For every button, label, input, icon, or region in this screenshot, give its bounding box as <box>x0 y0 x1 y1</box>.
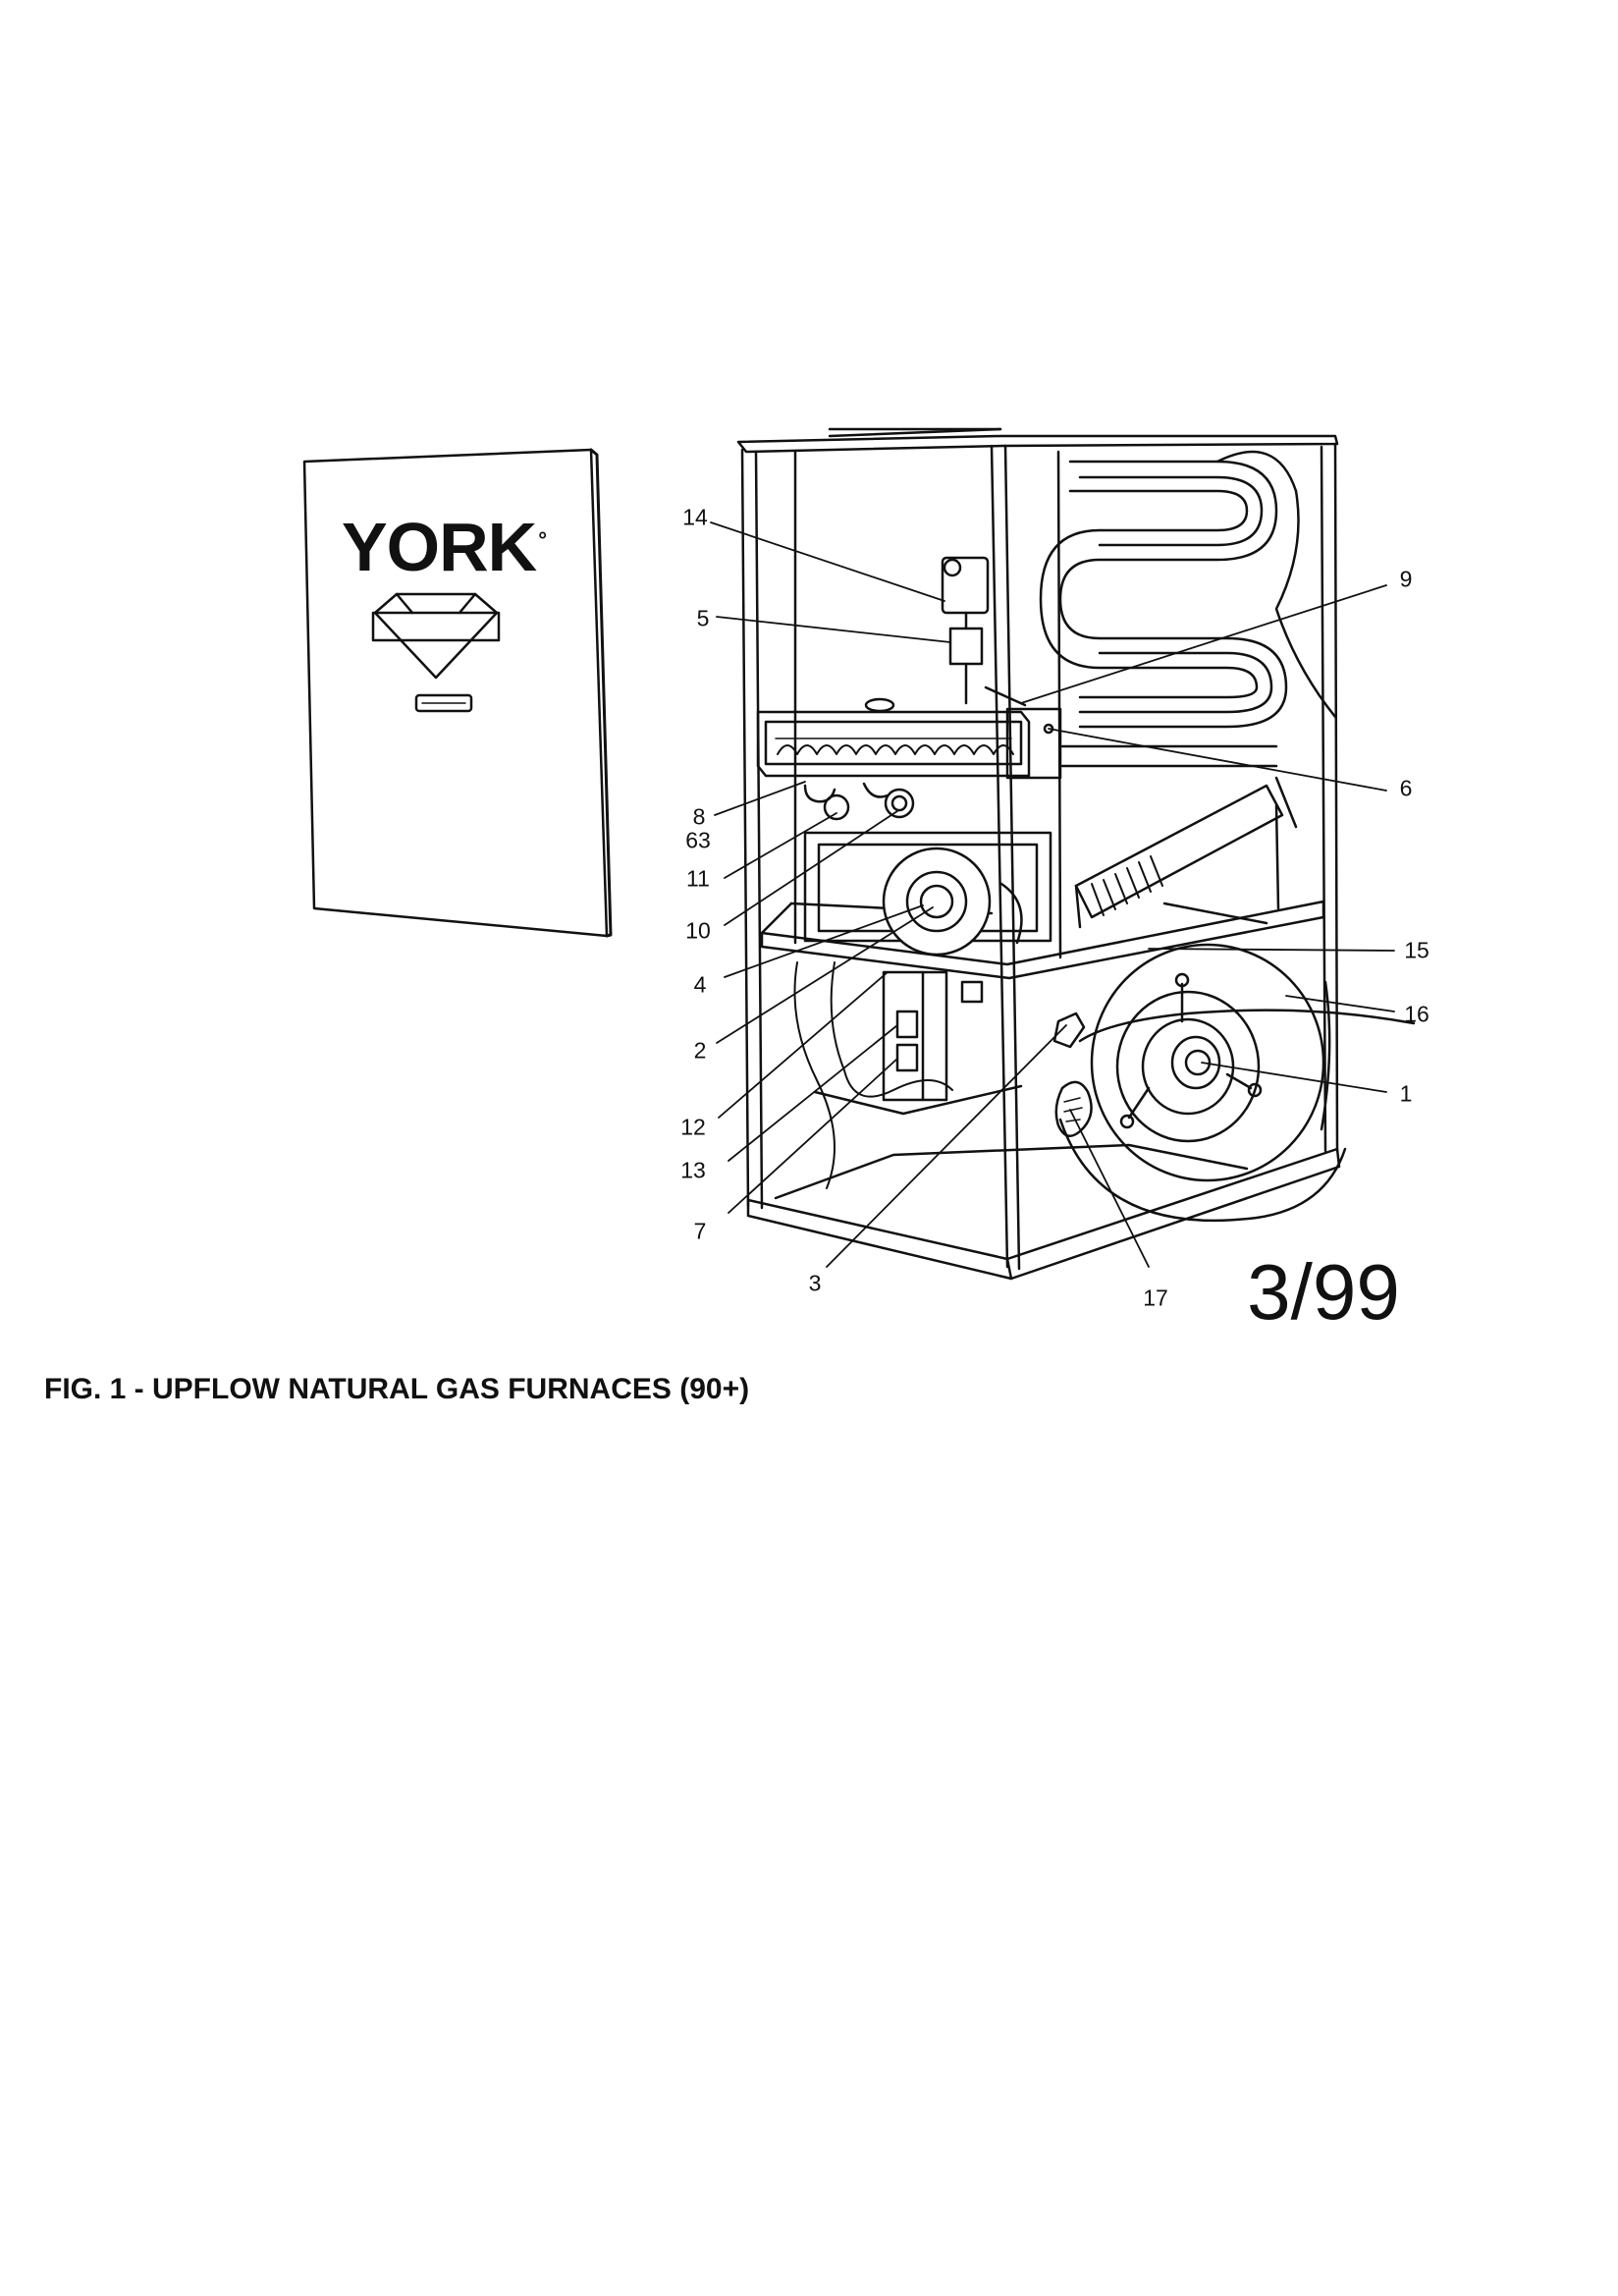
callout-11: 11 <box>686 865 710 892</box>
callout-8: 8 <box>692 803 706 830</box>
leader-lines <box>710 521 1395 1268</box>
callout-7: 7 <box>693 1218 707 1244</box>
callout-17: 17 <box>1143 1285 1168 1311</box>
door-handle <box>414 693 473 713</box>
door-panel <box>302 448 613 938</box>
york-logo-diamond <box>371 592 501 680</box>
callout-14: 14 <box>682 504 708 530</box>
brand-name: YORK <box>341 509 537 585</box>
callout-2: 2 <box>693 1037 707 1064</box>
filter-part <box>1054 1080 1093 1138</box>
wiring-and-filter <box>774 961 1249 1200</box>
burner-assembly <box>756 556 1062 780</box>
callout-1: 1 <box>1399 1080 1413 1107</box>
callout-16: 16 <box>1404 1001 1429 1027</box>
brand-mark: ° <box>538 526 547 552</box>
figure-caption: FIG. 1 - UPFLOW NATURAL GAS FURNACES (90… <box>44 1373 750 1405</box>
callout-10: 10 <box>685 917 711 944</box>
callout-63: 63 <box>685 827 711 853</box>
callout-5: 5 <box>696 605 710 631</box>
inducer-blower <box>882 847 992 957</box>
callout-12: 12 <box>680 1114 706 1140</box>
vent-pipe <box>1074 776 1298 929</box>
blower-assembly <box>1058 943 1416 1223</box>
cabinet-frame <box>736 427 1341 1281</box>
callout-4: 4 <box>693 971 707 998</box>
callout-6: 6 <box>1399 775 1413 801</box>
door-brand: YORK° <box>341 508 547 586</box>
date-stamp: 3/99 <box>1247 1248 1400 1336</box>
heat-exchanger <box>1039 450 1337 768</box>
inducer-fittings <box>803 782 1052 957</box>
callout-3: 3 <box>808 1270 822 1296</box>
callout-13: 13 <box>680 1157 706 1183</box>
callout-9: 9 <box>1399 566 1413 592</box>
control-board <box>882 970 984 1102</box>
callout-15: 15 <box>1404 937 1429 963</box>
